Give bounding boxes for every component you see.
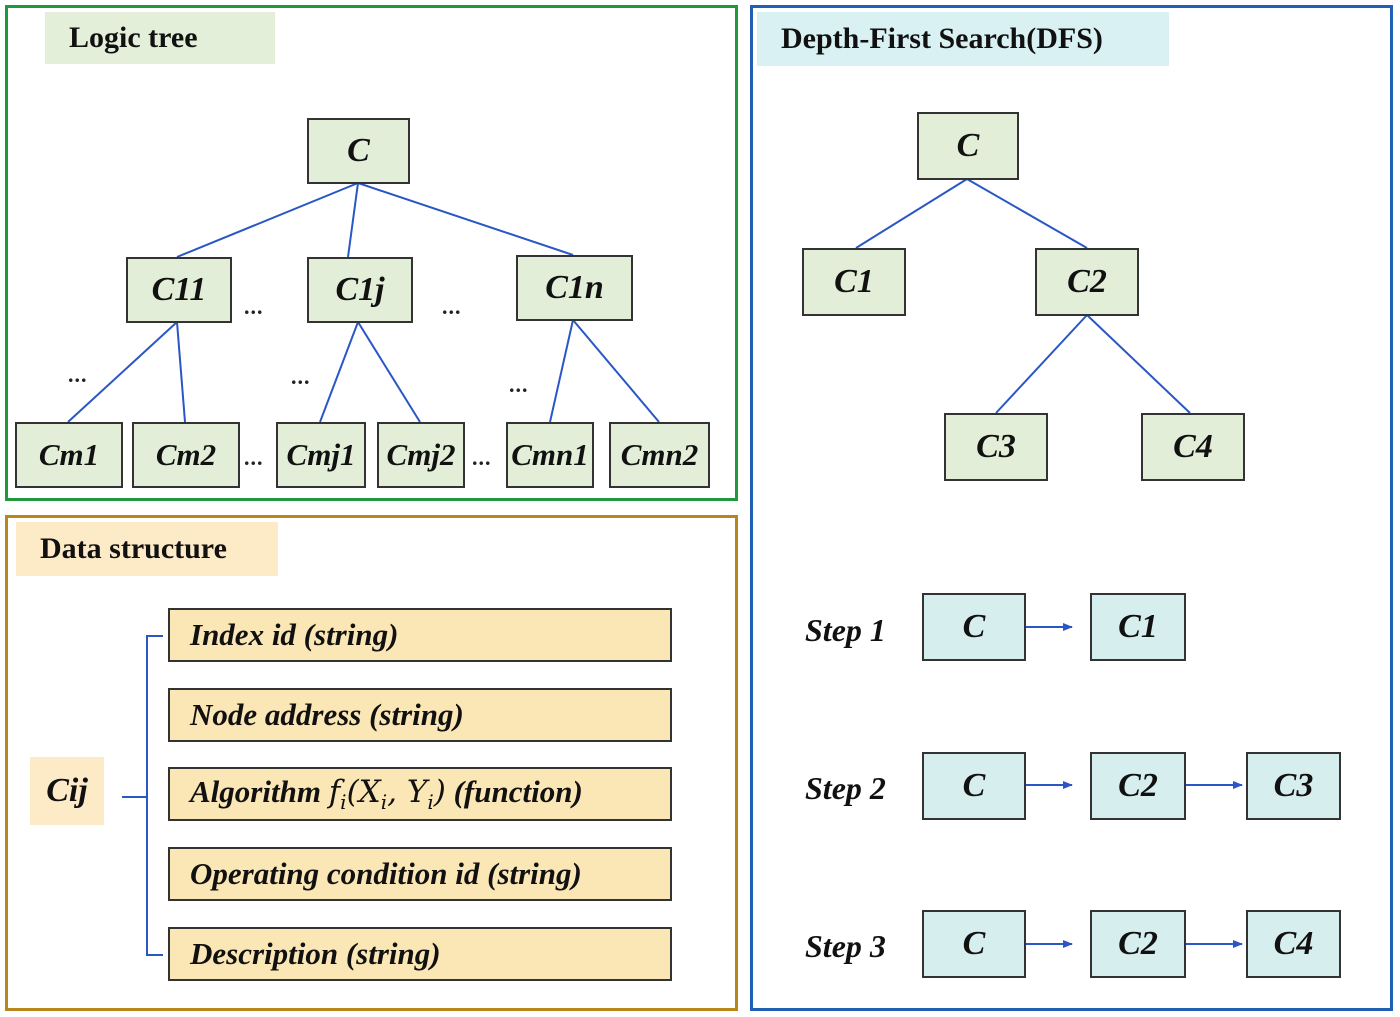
tree-node-root: C [307, 118, 410, 184]
edge-c11-cm2 [176, 321, 186, 423]
dfs-node-root: C [917, 112, 1019, 180]
edge-c1n-cmn2 [572, 319, 660, 423]
step-1-node-c: C [922, 593, 1026, 661]
edge-dfs-c-c2 [966, 178, 1088, 249]
ellipsis: ... [442, 294, 462, 319]
field-node-address: Node address (string) [168, 688, 672, 742]
ellipsis: ... [291, 364, 311, 389]
field-operating-condition-id: Operating condition id (string) [168, 847, 672, 901]
edge-c-c11 [176, 182, 359, 258]
step-2-node-c2: C2 [1090, 752, 1186, 820]
ellipsis: ... [68, 362, 88, 387]
dfs-node-c3: C3 [944, 413, 1048, 481]
edge-c1j-cmj1 [319, 321, 359, 423]
ellipsis: ... [509, 372, 529, 397]
field-bracket [122, 635, 163, 956]
dfs-panel [750, 5, 1393, 1011]
tree-leaf-cm1: Cm1 [15, 422, 123, 488]
dfs-node-c4: C4 [1141, 413, 1245, 481]
edge-dfs-c2-c3 [995, 314, 1088, 414]
step-1-node-c1: C1 [1090, 593, 1186, 661]
edge-c11-cm1 [67, 321, 178, 423]
ellipsis: ... [472, 445, 492, 470]
step-3-node-c: C [922, 910, 1026, 978]
field-algorithm: Algorithm fi(Xi, Yi) (function) [168, 767, 672, 821]
edge-c1j-cmj2 [357, 321, 421, 423]
field-index-id: Index id (string) [168, 608, 672, 662]
edge-dfs-c-c1 [855, 178, 968, 249]
dfs-node-c1: C1 [802, 248, 906, 316]
ellipsis: ... [244, 294, 264, 319]
edge-c1n-cmn1 [549, 319, 574, 423]
tree-leaf-cmn2: Cmn2 [609, 422, 710, 488]
tree-leaf-cm2: Cm2 [132, 422, 240, 488]
step-3-node-c2: C2 [1090, 910, 1186, 978]
tree-leaf-cmj2: Cmj2 [377, 422, 465, 488]
dfs-title: Depth-First Search(DFS) [757, 12, 1169, 66]
step-2-label: Step 2 [805, 770, 886, 806]
dfs-node-c2: C2 [1035, 248, 1139, 316]
tree-node-c11: C11 [126, 257, 232, 323]
tree-node-c1n: C1n [516, 255, 633, 321]
edge-c-c1n [357, 182, 574, 256]
cij-node: Cij [30, 757, 104, 825]
field-algorithm-text: Algorithm fi(Xi, Yi) (function) [190, 773, 583, 815]
step-3-label: Step 3 [805, 928, 886, 964]
data-structure-title: Data structure [16, 522, 278, 576]
data-structure-panel [5, 515, 738, 1011]
step-2-node-c: C [922, 752, 1026, 820]
edge-dfs-c2-c4 [1086, 314, 1191, 414]
step-3-node-c4: C4 [1246, 910, 1341, 978]
ellipsis: ... [244, 445, 264, 470]
logic-tree-title: Logic tree [45, 12, 275, 64]
logic-tree-panel [5, 5, 738, 501]
tree-leaf-cmn1: Cmn1 [506, 422, 594, 488]
edge-c-c1j [347, 182, 359, 258]
step-1-label: Step 1 [805, 612, 886, 648]
step-2-node-c3: C3 [1246, 752, 1341, 820]
field-description: Description (string) [168, 927, 672, 981]
tree-node-c1j: C1j [307, 257, 413, 323]
tree-leaf-cmj1: Cmj1 [276, 422, 366, 488]
